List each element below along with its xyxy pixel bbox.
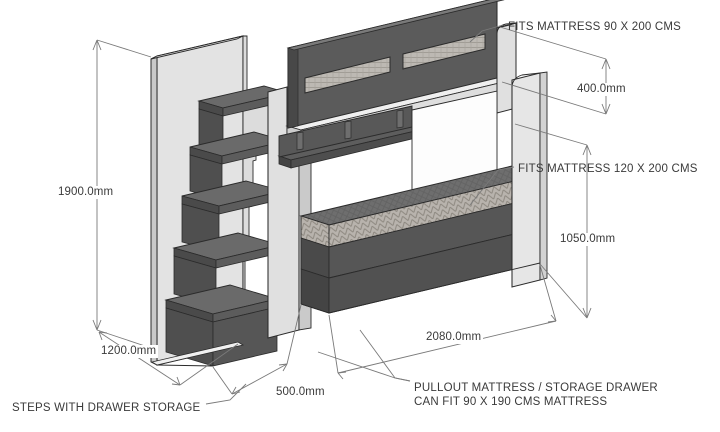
floor-contact-lines (156, 262, 541, 367)
bunk-bed-model (150, 0, 548, 367)
mid-shelf (277, 105, 426, 169)
dimension-depth-1200: 1200.0mm (99, 345, 159, 358)
fits-mattress-120-label: FITS MATTRESS 120 X 200 CMS (518, 163, 698, 175)
leader-top-mattress (469, 24, 504, 43)
fits-mattress-90-label: FITS MATTRESS 90 X 200 CMS (508, 21, 682, 33)
lower-bed-base (300, 196, 541, 279)
dim-line-1200 (98, 331, 239, 386)
top-bunk-guard-rail (286, 0, 505, 129)
leader-steps (205, 383, 247, 405)
step-5[interactable] (164, 284, 279, 367)
dimension-length-2080: 2080.0mm (424, 331, 484, 344)
stair-front-panel (150, 341, 245, 366)
leader-lower-mattress (469, 166, 515, 206)
lower-mattress (299, 165, 542, 248)
leader-pullout-2 (317, 351, 411, 382)
pullout-mattress-line-1: PULLOUT MATTRESS / STORAGE DRAWER (414, 382, 658, 394)
leader-pullout-1 (359, 329, 411, 382)
dimension-height-1900: 1900.0mm (56, 186, 116, 199)
step-4[interactable] (172, 232, 282, 307)
dimension-step-depth-500: 500.0mm (274, 386, 327, 399)
dimension-guard-height-400: 400.0mm (575, 83, 628, 96)
dim-line-2080 (328, 264, 557, 380)
leader-lines (205, 24, 515, 405)
pullout-drawer[interactable] (300, 227, 541, 314)
dim-line-1050 (514, 123, 592, 319)
right-end-panel (511, 71, 548, 288)
step-3[interactable] (181, 180, 284, 253)
dimension-lower-height-1050: 1050.0mm (558, 233, 618, 246)
steps-with-drawer-storage-label: STEPS WITH DRAWER STORAGE (12, 402, 201, 414)
pullout-mattress-label: PULLOUT MATTRESS / STORAGE DRAWER CAN FI… (414, 381, 658, 409)
pullout-mattress-line-2: CAN FIT 90 X 190 CMS MATTRESS (414, 396, 608, 408)
